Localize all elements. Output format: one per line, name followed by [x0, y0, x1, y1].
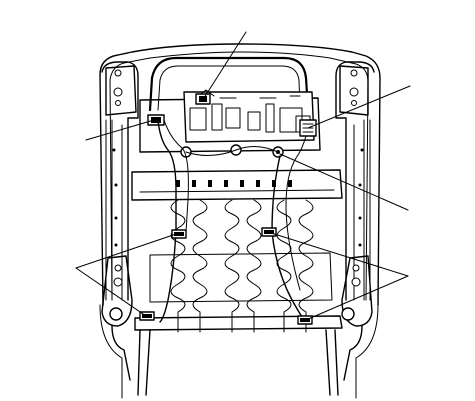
left-harness-connector-upper	[147, 114, 165, 126]
bolt-hole	[349, 87, 359, 97]
module-relay	[211, 103, 223, 131]
rivet	[360, 148, 364, 152]
module-relay	[265, 103, 275, 133]
left-wire-harness-2	[163, 119, 189, 233]
module-relay	[189, 107, 207, 131]
rivet	[358, 243, 362, 247]
left-side-frame-edge	[105, 119, 123, 301]
right-seat-rail	[325, 325, 363, 396]
callout-leader	[203, 31, 247, 99]
rivet	[114, 243, 118, 247]
right-upper-bracket	[339, 65, 369, 116]
bottom-outline	[99, 304, 379, 399]
seat-back-outline	[99, 43, 381, 306]
headrest-tube-inner	[157, 65, 301, 111]
crossbar-lower-edge	[139, 189, 335, 193]
seat-back-inner-outline	[109, 51, 369, 301]
module-relay	[247, 111, 261, 131]
module-top-detail	[197, 89, 301, 99]
lower-crossbar	[134, 315, 343, 331]
left-floor-connectors	[101, 255, 155, 327]
left-wire-harness	[157, 119, 177, 323]
right-floor-connectors	[297, 255, 373, 327]
bolt-hole	[113, 87, 123, 97]
bolt-hole	[115, 100, 121, 106]
right-wire-harness	[271, 155, 307, 323]
callout-leader	[267, 231, 409, 277]
middle-crossbar	[131, 169, 343, 201]
left-harness-connector-mid	[171, 229, 187, 239]
callout-leader	[75, 233, 177, 269]
callout-leader	[307, 85, 411, 129]
rivet	[114, 216, 118, 220]
seat-springs	[170, 199, 314, 333]
bolt-hole	[114, 69, 122, 77]
left-side-frame	[101, 61, 139, 301]
seat-back-connector-top	[195, 93, 211, 105]
callout-leader	[279, 153, 409, 211]
rivet	[358, 216, 362, 220]
left-upper-bracket	[105, 65, 137, 116]
rivet	[112, 148, 116, 152]
left-seat-rail	[111, 325, 151, 396]
callout-leader	[85, 119, 155, 141]
crossbar-slots	[176, 180, 292, 187]
callout-leader	[75, 267, 147, 317]
right-side-frame	[335, 61, 375, 301]
callout-leader	[305, 275, 409, 321]
bolt-hole	[350, 69, 358, 77]
rivet	[358, 183, 362, 187]
rivet	[114, 183, 118, 187]
seat-pan-panel	[149, 252, 333, 303]
top-wire-harness	[185, 146, 279, 156]
bolt-hole	[351, 100, 357, 106]
module-relay	[225, 107, 241, 129]
right-wire-harness-2	[285, 135, 307, 291]
